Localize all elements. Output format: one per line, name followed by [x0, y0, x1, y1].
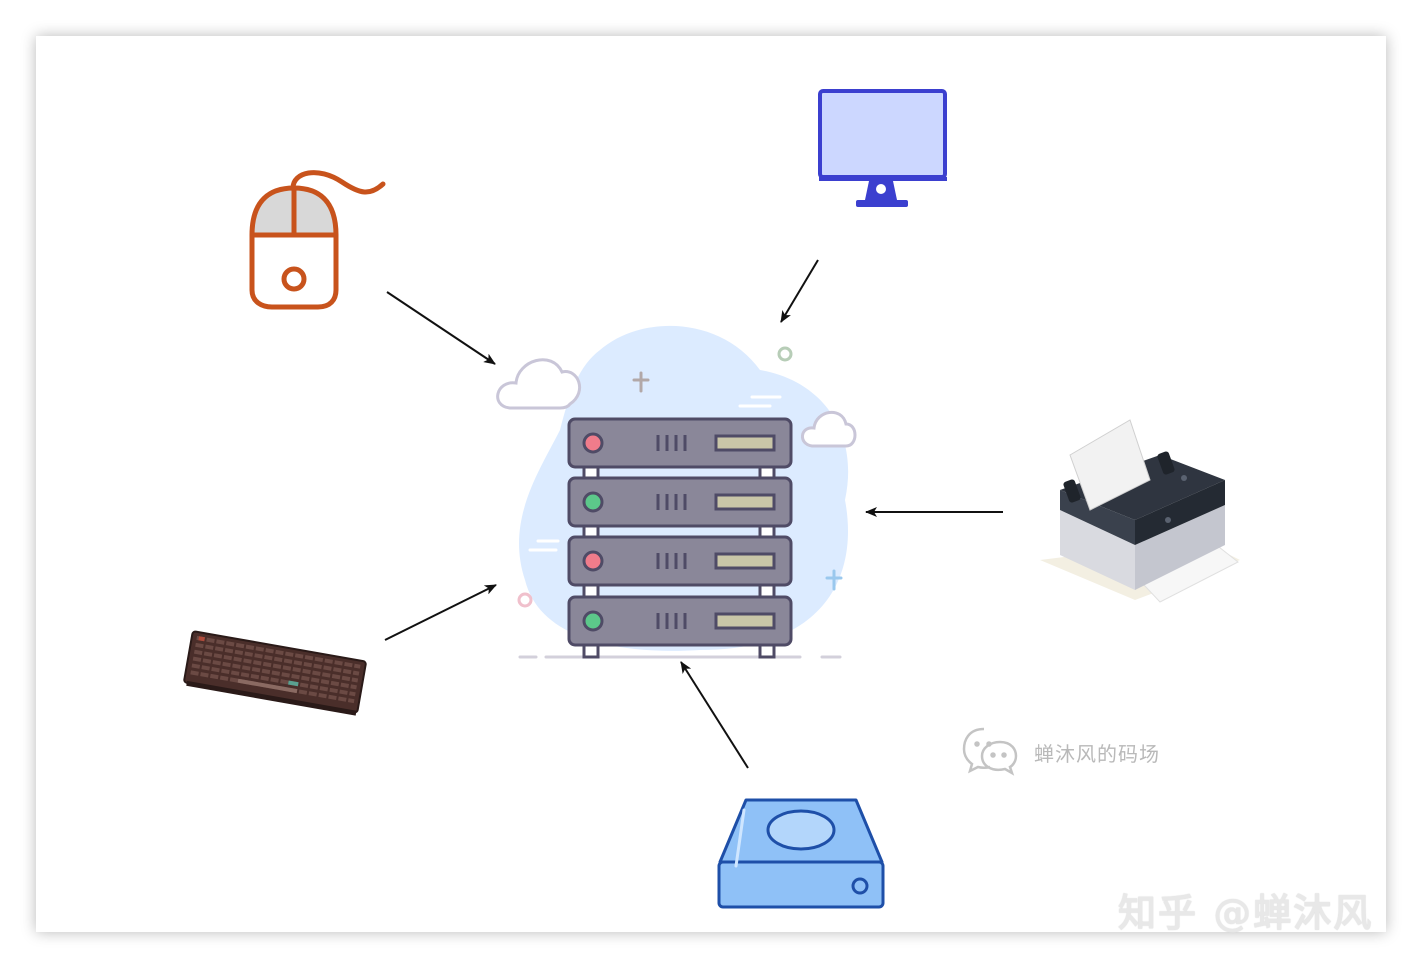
server-unit — [567, 476, 793, 528]
arrow-keyboard-to-server — [384, 584, 497, 641]
keyboard-icon — [183, 630, 367, 716]
arrow-drive-to-server — [680, 661, 749, 769]
wechat-icon — [962, 727, 1018, 776]
arrow-monitor-to-server — [780, 259, 819, 323]
server-illustration — [496, 325, 857, 659]
cloud-icon — [801, 411, 857, 448]
zhihu-watermark: 知乎 @蝉沐风 — [1118, 891, 1374, 935]
server-unit — [567, 535, 793, 587]
mouse-icon — [249, 170, 386, 310]
cloud-icon — [496, 358, 581, 410]
hard-drive-icon — [717, 798, 885, 909]
wechat-account-watermark: 蝉沐风的码场 — [1034, 742, 1160, 766]
monitor-icon — [818, 89, 947, 207]
server-unit — [567, 595, 793, 647]
server-unit — [567, 417, 793, 469]
arrows — [384, 259, 1003, 769]
printer-icon — [1040, 419, 1240, 603]
arrow-mouse-to-server — [386, 291, 496, 365]
